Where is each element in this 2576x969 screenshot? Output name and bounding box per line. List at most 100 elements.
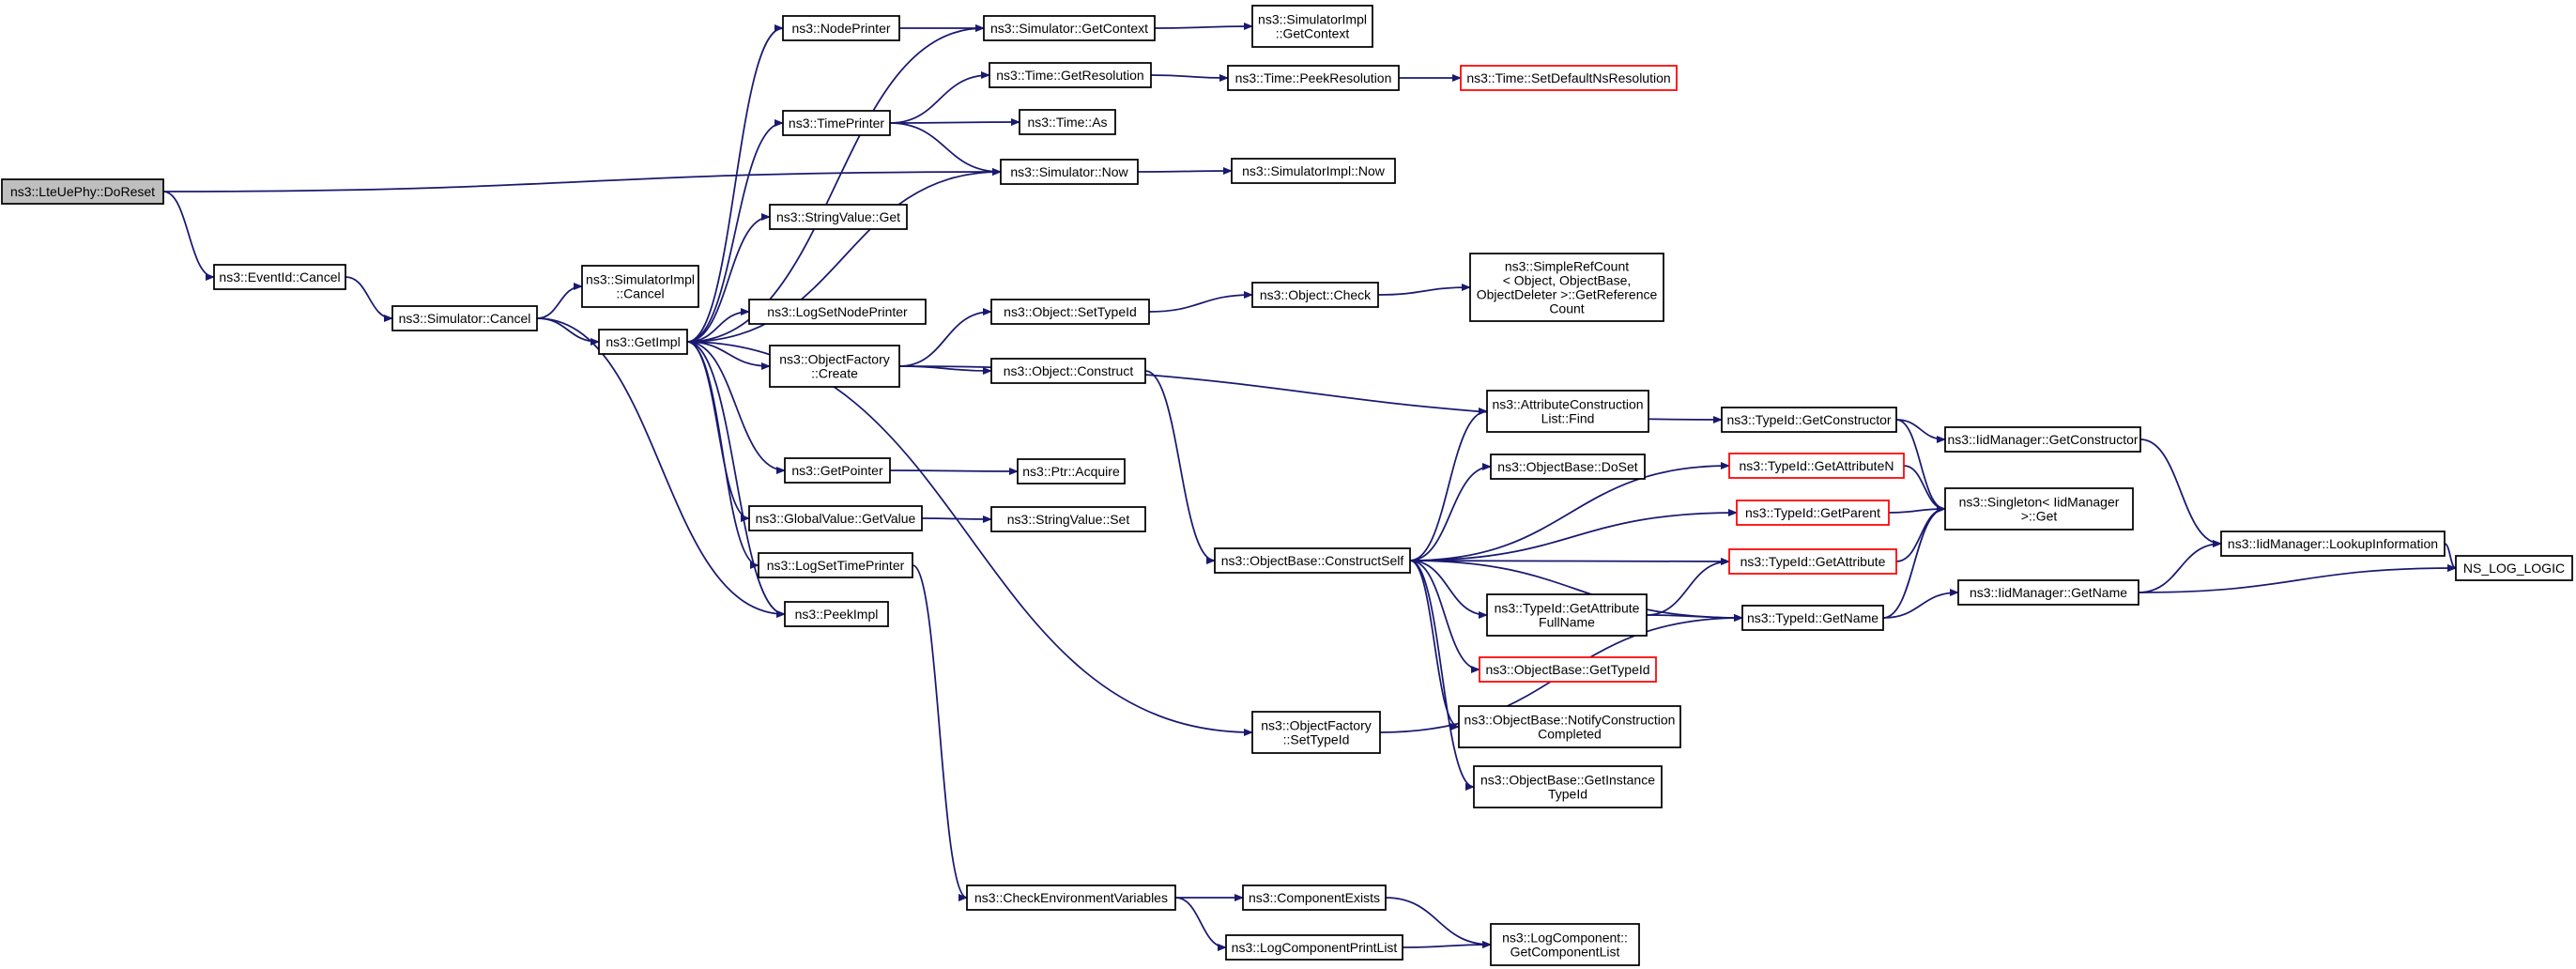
edge-globalvalue_getvalue-to-stringvalue_set (921, 515, 992, 523)
edge-sim_cancel-to-getimpl (536, 317, 600, 346)
edge-doreset-to-eventid_cancel (162, 191, 215, 281)
node-logsettimeprinter[interactable]: ns3::LogSetTimePrinter (758, 552, 913, 578)
node-label-typeid_getattrfullname-0: ns3::TypeId::GetAttribute (1495, 601, 1640, 616)
node-iidmanager_lookup[interactable]: ns3::IidManager::LookupInformation (2220, 531, 2446, 557)
edge-time_getres-to-time_peekres (1150, 73, 1229, 82)
node-label-typeid_getattributen-0: ns3::TypeId::GetAttributeN (1740, 458, 1894, 473)
node-stringvalue_set[interactable]: ns3::StringValue::Set (990, 506, 1146, 532)
node-label-attrconstructionlist_find-1: List::Find (1541, 411, 1595, 426)
node-objbase_gettypeid[interactable]: ns3::ObjectBase::GetTypeId (1479, 656, 1657, 683)
node-object_settypeid[interactable]: ns3::Object::SetTypeId (990, 299, 1150, 325)
node-iidmanager_getname[interactable]: ns3::IidManager::GetName (1957, 579, 2139, 606)
node-box-typeid_getattrfullname (1486, 593, 1648, 637)
node-box-doreset (1, 178, 164, 205)
node-objbase_doset[interactable]: ns3::ObjectBase::DoSet (1490, 454, 1646, 480)
node-label-logcomponent_getlist-0: ns3::LogComponent:: (1502, 931, 1628, 946)
node-box-stringvalue_set (990, 506, 1146, 532)
edge-typeid_getname-to-singleton_get (1882, 505, 1946, 619)
node-time_peekres[interactable]: ns3::Time::PeekResolution (1227, 65, 1400, 91)
node-ptr_acquire[interactable]: ns3::Ptr::Acquire (1017, 458, 1126, 484)
node-box-globalvalue_getvalue (748, 505, 923, 531)
node-sim_now[interactable]: ns3::Simulator::Now (1000, 159, 1139, 185)
node-checkenv[interactable]: ns3::CheckEnvironmentVariables (966, 884, 1176, 911)
node-typeid_getattribute[interactable]: ns3::TypeId::GetAttribute (1728, 548, 1897, 575)
edge-object_construct-to-objbase_constructself (1144, 370, 1216, 564)
node-box-timeprinter (782, 110, 891, 136)
edge-getimpl-to-sim_getcontext (686, 24, 985, 343)
node-typeid_getattributen[interactable]: ns3::TypeId::GetAttributeN (1728, 453, 1905, 479)
node-box-simimpl_cancel (581, 265, 699, 308)
node-objbase_notify[interactable]: ns3::ObjectBase::NotifyConstructionCompl… (1458, 705, 1681, 748)
edge-objbase_constructself-to-objbase_notify (1409, 560, 1460, 731)
node-logcomponent_getlist[interactable]: ns3::LogComponent::GetComponentList (1490, 923, 1640, 966)
node-objbase_constructself[interactable]: ns3::ObjectBase::ConstructSelf (1214, 547, 1411, 574)
node-box-typeid_getparent (1736, 500, 1890, 526)
node-getpointer[interactable]: ns3::GetPointer (784, 457, 891, 484)
node-label-simimpl_getcontext-1: ::GetContext (1276, 26, 1350, 41)
node-label-nodeprinter-0: ns3::NodePrinter (791, 21, 890, 36)
node-eventid_cancel[interactable]: ns3::EventId::Cancel (213, 264, 346, 290)
node-label-typeid_getconstructor-0: ns3::TypeId::GetConstructor (1726, 412, 1891, 427)
edge-sim_cancel-to-simimpl_cancel (536, 283, 583, 319)
node-box-checkenv (966, 884, 1176, 911)
node-doreset[interactable]: ns3::LteUePhy::DoReset (1, 178, 164, 205)
node-logcomponentprintlist[interactable]: ns3::LogComponentPrintList (1225, 934, 1403, 961)
node-nodeprinter[interactable]: ns3::NodePrinter (782, 15, 900, 41)
node-object_construct[interactable]: ns3::Object::Construct (990, 358, 1146, 384)
node-simimpl_cancel[interactable]: ns3::SimulatorImpl::Cancel (581, 265, 699, 308)
node-sim_getcontext[interactable]: ns3::Simulator::GetContext (983, 15, 1156, 41)
node-time_setdefault[interactable]: ns3::Time::SetDefaultNsResolution (1460, 65, 1678, 91)
node-label-getimpl-0: ns3::GetImpl (606, 334, 680, 349)
edge-object_settypeid-to-object_check (1148, 291, 1253, 313)
node-logsetnodeprinter[interactable]: ns3::LogSetNodePrinter (748, 299, 927, 325)
node-box-logcomponentprintlist (1225, 934, 1403, 961)
node-time_as[interactable]: ns3::Time::As (1019, 109, 1116, 135)
node-peekimpl[interactable]: ns3::PeekImpl (784, 601, 889, 627)
node-singleton_get[interactable]: ns3::Singleton< IidManager>::Get (1944, 487, 2134, 531)
edge-objbase_constructself-to-typeid_getparent (1409, 509, 1738, 561)
node-box-object_construct (990, 358, 1146, 384)
node-label-stringvalue_set-0: ns3::StringValue::Set (1007, 512, 1130, 527)
edge-iidmanager_getname-to-iidmanager_lookup (2138, 540, 2222, 593)
node-label-logcomponent_getlist-1: GetComponentList (1510, 945, 1620, 960)
node-label-typeid_getparent-0: ns3::TypeId::GetParent (1745, 505, 1880, 520)
node-typeid_getconstructor[interactable]: ns3::TypeId::GetConstructor (1721, 407, 1897, 433)
node-label-simimpl_cancel-1: ::Cancel (616, 286, 664, 301)
node-label-time_setdefault-0: ns3::Time::SetDefaultNsResolution (1466, 70, 1670, 85)
node-box-objbase_doset (1490, 454, 1646, 480)
node-typeid_getname[interactable]: ns3::TypeId::GetName (1741, 605, 1884, 631)
node-ns_log_logic[interactable]: NS_LOG_LOGIC (2455, 555, 2573, 581)
edge-timeprinter-to-sim_now (889, 122, 1002, 176)
edge-iidmanager_getconstructor-to-iidmanager_lookup (2139, 438, 2222, 547)
node-time_getres[interactable]: ns3::Time::GetResolution (989, 62, 1152, 88)
edge-sim_getcontext-to-simimpl_getcontext (1154, 23, 1253, 31)
node-sim_cancel[interactable]: ns3::Simulator::Cancel (391, 305, 538, 331)
node-globalvalue_getvalue[interactable]: ns3::GlobalValue::GetValue (748, 505, 923, 531)
node-label-peekimpl-0: ns3::PeekImpl (795, 607, 879, 622)
node-label-simimpl_cancel-0: ns3::SimulatorImpl (586, 272, 695, 287)
node-box-object_settypeid (990, 299, 1150, 325)
node-label-objbase_gettypeid-0: ns3::ObjectBase::GetTypeId (1485, 662, 1649, 677)
node-simimpl_now[interactable]: ns3::SimulatorImpl::Now (1231, 158, 1396, 184)
node-box-logsetnodeprinter (748, 299, 927, 325)
node-componentexists[interactable]: ns3::ComponentExists (1242, 884, 1387, 911)
node-box-ns_log_logic (2455, 555, 2573, 581)
node-iidmanager_getconstructor[interactable]: ns3::IidManager::GetConstructor (1944, 426, 2141, 453)
node-objfactory_settypeid[interactable]: ns3::ObjectFactory::SetTypeId (1251, 711, 1381, 754)
node-timeprinter[interactable]: ns3::TimePrinter (782, 110, 891, 136)
node-label-attrconstructionlist_find-0: ns3::AttributeConstruction (1492, 397, 1643, 412)
node-typeid_getparent[interactable]: ns3::TypeId::GetParent (1736, 500, 1890, 526)
node-simplerefcount[interactable]: ns3::SimpleRefCount< Object, ObjectBase,… (1469, 253, 1664, 322)
edge-object_check-to-simplerefcount (1377, 284, 1471, 296)
node-objfactory_create[interactable]: ns3::ObjectFactory::Create (769, 345, 900, 388)
node-getimpl[interactable]: ns3::GetImpl (598, 329, 688, 355)
node-box-getpointer (784, 457, 891, 484)
node-object_check[interactable]: ns3::Object::Check (1251, 282, 1379, 308)
node-stringvalue_get[interactable]: ns3::StringValue::Get (769, 204, 908, 230)
node-simimpl_getcontext[interactable]: ns3::SimulatorImpl::GetContext (1251, 5, 1373, 48)
node-box-getimpl (598, 329, 688, 355)
